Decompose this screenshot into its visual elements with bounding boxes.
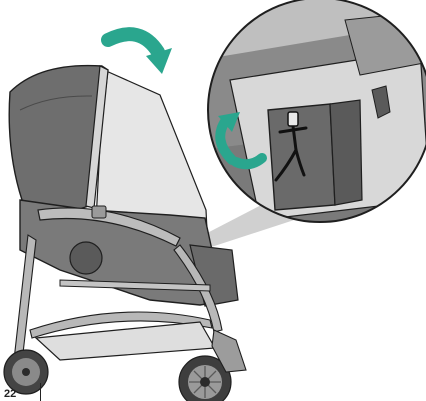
page-number-divider	[40, 383, 41, 401]
rear-wheel	[3, 349, 49, 395]
front-wheel	[178, 355, 232, 401]
seat-hub	[69, 241, 103, 275]
frame-rear-leg	[13, 234, 37, 363]
canopy-seam	[19, 95, 93, 111]
buckle-clip	[274, 116, 308, 182]
rotate-arrow-small-icon	[215, 112, 267, 170]
armrest	[37, 207, 181, 247]
page-number: 22	[4, 388, 17, 400]
armrest-joint	[91, 205, 107, 219]
buckle-plate	[267, 103, 336, 211]
strap-tab	[371, 85, 391, 119]
front-fork	[211, 329, 247, 373]
rotate-arrow-icon	[101, 27, 172, 74]
frame-cross-bar	[59, 279, 211, 292]
frame-lower-rail	[29, 311, 213, 339]
callout-detail	[207, 0, 426, 223]
